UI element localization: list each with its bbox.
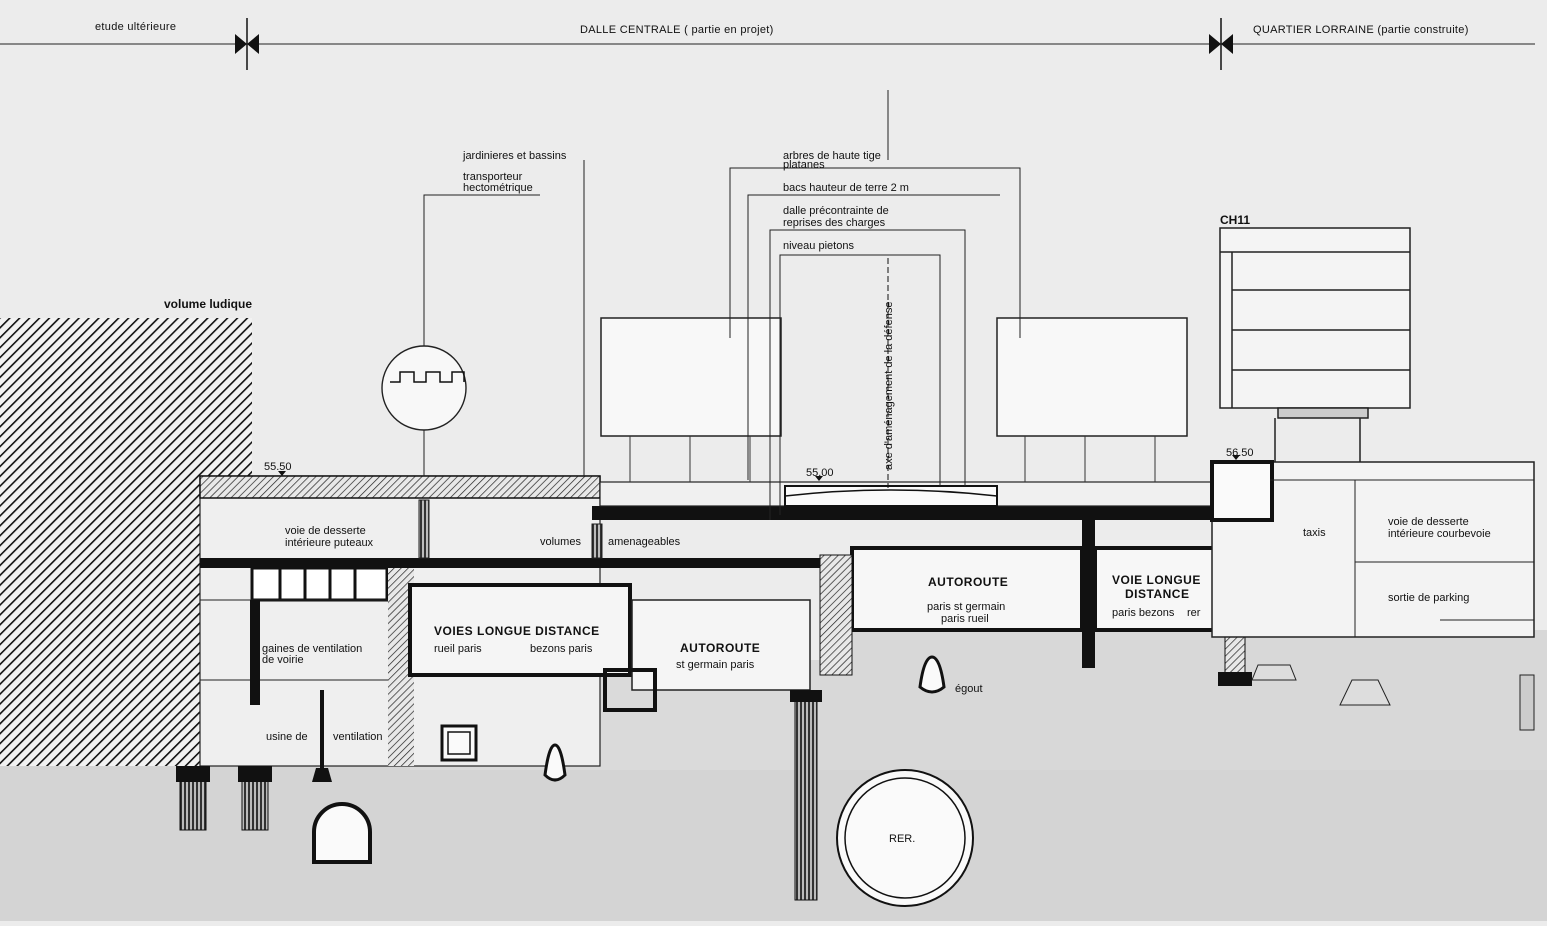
label-voie-courbevoie-1: voie de desserte [1388, 516, 1469, 528]
level-right: 56.50 [1226, 447, 1254, 459]
label-voie-puteaux-1: voie de desserte [285, 525, 366, 537]
main-pillar [794, 699, 818, 901]
label-niveau: niveau pietons [783, 240, 854, 252]
header-left-label: etude ultérieure [95, 21, 176, 33]
label-gaines-2: de voirie [262, 654, 304, 666]
walkway [784, 485, 998, 507]
duct-square [440, 724, 478, 762]
leader-lines [423, 90, 1021, 520]
support-base-right [1218, 672, 1252, 686]
label-amenageables: amenageables [608, 536, 681, 548]
sewer-right [918, 655, 946, 694]
header-marker-right [1209, 18, 1233, 70]
planter-left [600, 317, 782, 437]
sewer-left [543, 743, 567, 782]
transporteur-track [390, 371, 465, 383]
mid-slab-left [200, 558, 820, 568]
label-transporteur-2: hectométrique [463, 182, 533, 194]
label-rer: RER. [889, 833, 915, 845]
ventilation-column [418, 499, 430, 559]
label-taxis: taxis [1303, 527, 1326, 539]
ventilation-column [591, 523, 603, 559]
label-arbres-2: platanes [783, 159, 825, 171]
autoroute1-base [603, 668, 657, 712]
level-marker [278, 471, 286, 476]
ground-zone-right [820, 630, 1547, 770]
label-axe: axe d'aménagement de la défense [883, 302, 895, 470]
level-marker [815, 476, 823, 481]
label-voie-courbevoie-2: intérieure courbevoie [1388, 528, 1491, 540]
ground-zone [0, 765, 1547, 921]
level-left: 55.50 [264, 461, 292, 473]
label-dalle-1: dalle précontrainte de [783, 205, 889, 217]
voies-ld-box [408, 583, 632, 677]
label-gaines-1: gaines de ventilation [262, 643, 362, 655]
header-center-label: DALLE CENTRALE ( partie en projet) [580, 24, 774, 36]
label-bacs: bacs hauteur de terre 2 m [783, 182, 909, 194]
autoroute1-box [631, 599, 811, 691]
header-right-label: QUARTIER LORRAINE (partie construite) [1253, 24, 1469, 36]
tunnel-arch [312, 802, 372, 864]
pile-cap [238, 766, 272, 782]
pillar-shaft [819, 554, 853, 676]
label-voie-ld-sub2: rer [1187, 607, 1201, 619]
label-transporteur-1: transporteur [463, 171, 523, 183]
foundation-footing [1339, 679, 1391, 706]
pile-cap [176, 766, 210, 782]
label-jardinieres: jardinieres et bassins [462, 150, 567, 162]
pile [241, 779, 269, 831]
label-ch11: CH11 [1220, 213, 1250, 227]
label-autoroute2-sub2: paris rueil [941, 613, 989, 625]
header-marker-left [235, 18, 259, 70]
planter-right [996, 317, 1188, 437]
level-mid: 55.00 [806, 467, 834, 479]
label-arbres-1: arbres de haute tige [783, 150, 881, 162]
label-voie-puteaux-2: intérieure puteaux [285, 537, 374, 549]
label-voie-ld-2: DISTANCE [1125, 587, 1189, 601]
label-voie-ld-sub: paris bezons [1112, 607, 1175, 619]
label-voies-ld: VOIES LONGUE DISTANCE [434, 624, 600, 638]
foundation-footing [1251, 664, 1297, 681]
label-egout: égout [955, 683, 983, 695]
ventilation-outlet [312, 768, 332, 782]
label-voie-ld-1: VOIE LONGUE [1112, 573, 1201, 587]
label-usine-2: ventilation [333, 731, 383, 743]
label-volumes: volumes [540, 536, 581, 548]
label-dalle-2: reprises des charges [783, 217, 886, 229]
main-pillar-cap [790, 690, 822, 702]
left-wall-hatch-2 [250, 600, 260, 705]
tree-stems [629, 436, 1156, 482]
walkway-arch [784, 489, 998, 497]
label-autoroute2-sub1: paris st germain [927, 601, 1005, 613]
label-usine-1: usine de [266, 731, 308, 743]
label-sortie: sortie de parking [1388, 592, 1469, 604]
ch11-building [1219, 227, 1411, 462]
label-autoroute1-sub: st germain paris [676, 659, 755, 671]
support-pillar [1082, 520, 1095, 668]
label-voies-ld-left: rueil paris [434, 643, 482, 655]
top-slab-left [199, 475, 601, 499]
pile [179, 779, 207, 831]
label-autoroute1: AUTOROUTE [680, 641, 760, 655]
duct-square-inner [447, 731, 471, 755]
central-dalle [592, 506, 1272, 520]
label-autoroute2: AUTOROUTE [928, 575, 1008, 589]
lorraine-slab [1210, 460, 1274, 522]
level-marker [1232, 455, 1240, 460]
vent-grid [250, 566, 389, 602]
transporteur-capsule [381, 345, 467, 431]
foundation-pile [1519, 674, 1535, 731]
label-voies-ld-right: bezons paris [530, 643, 593, 655]
rer-tunnel-inner [844, 777, 966, 899]
volume-ludique-label: volume ludique [164, 297, 252, 311]
